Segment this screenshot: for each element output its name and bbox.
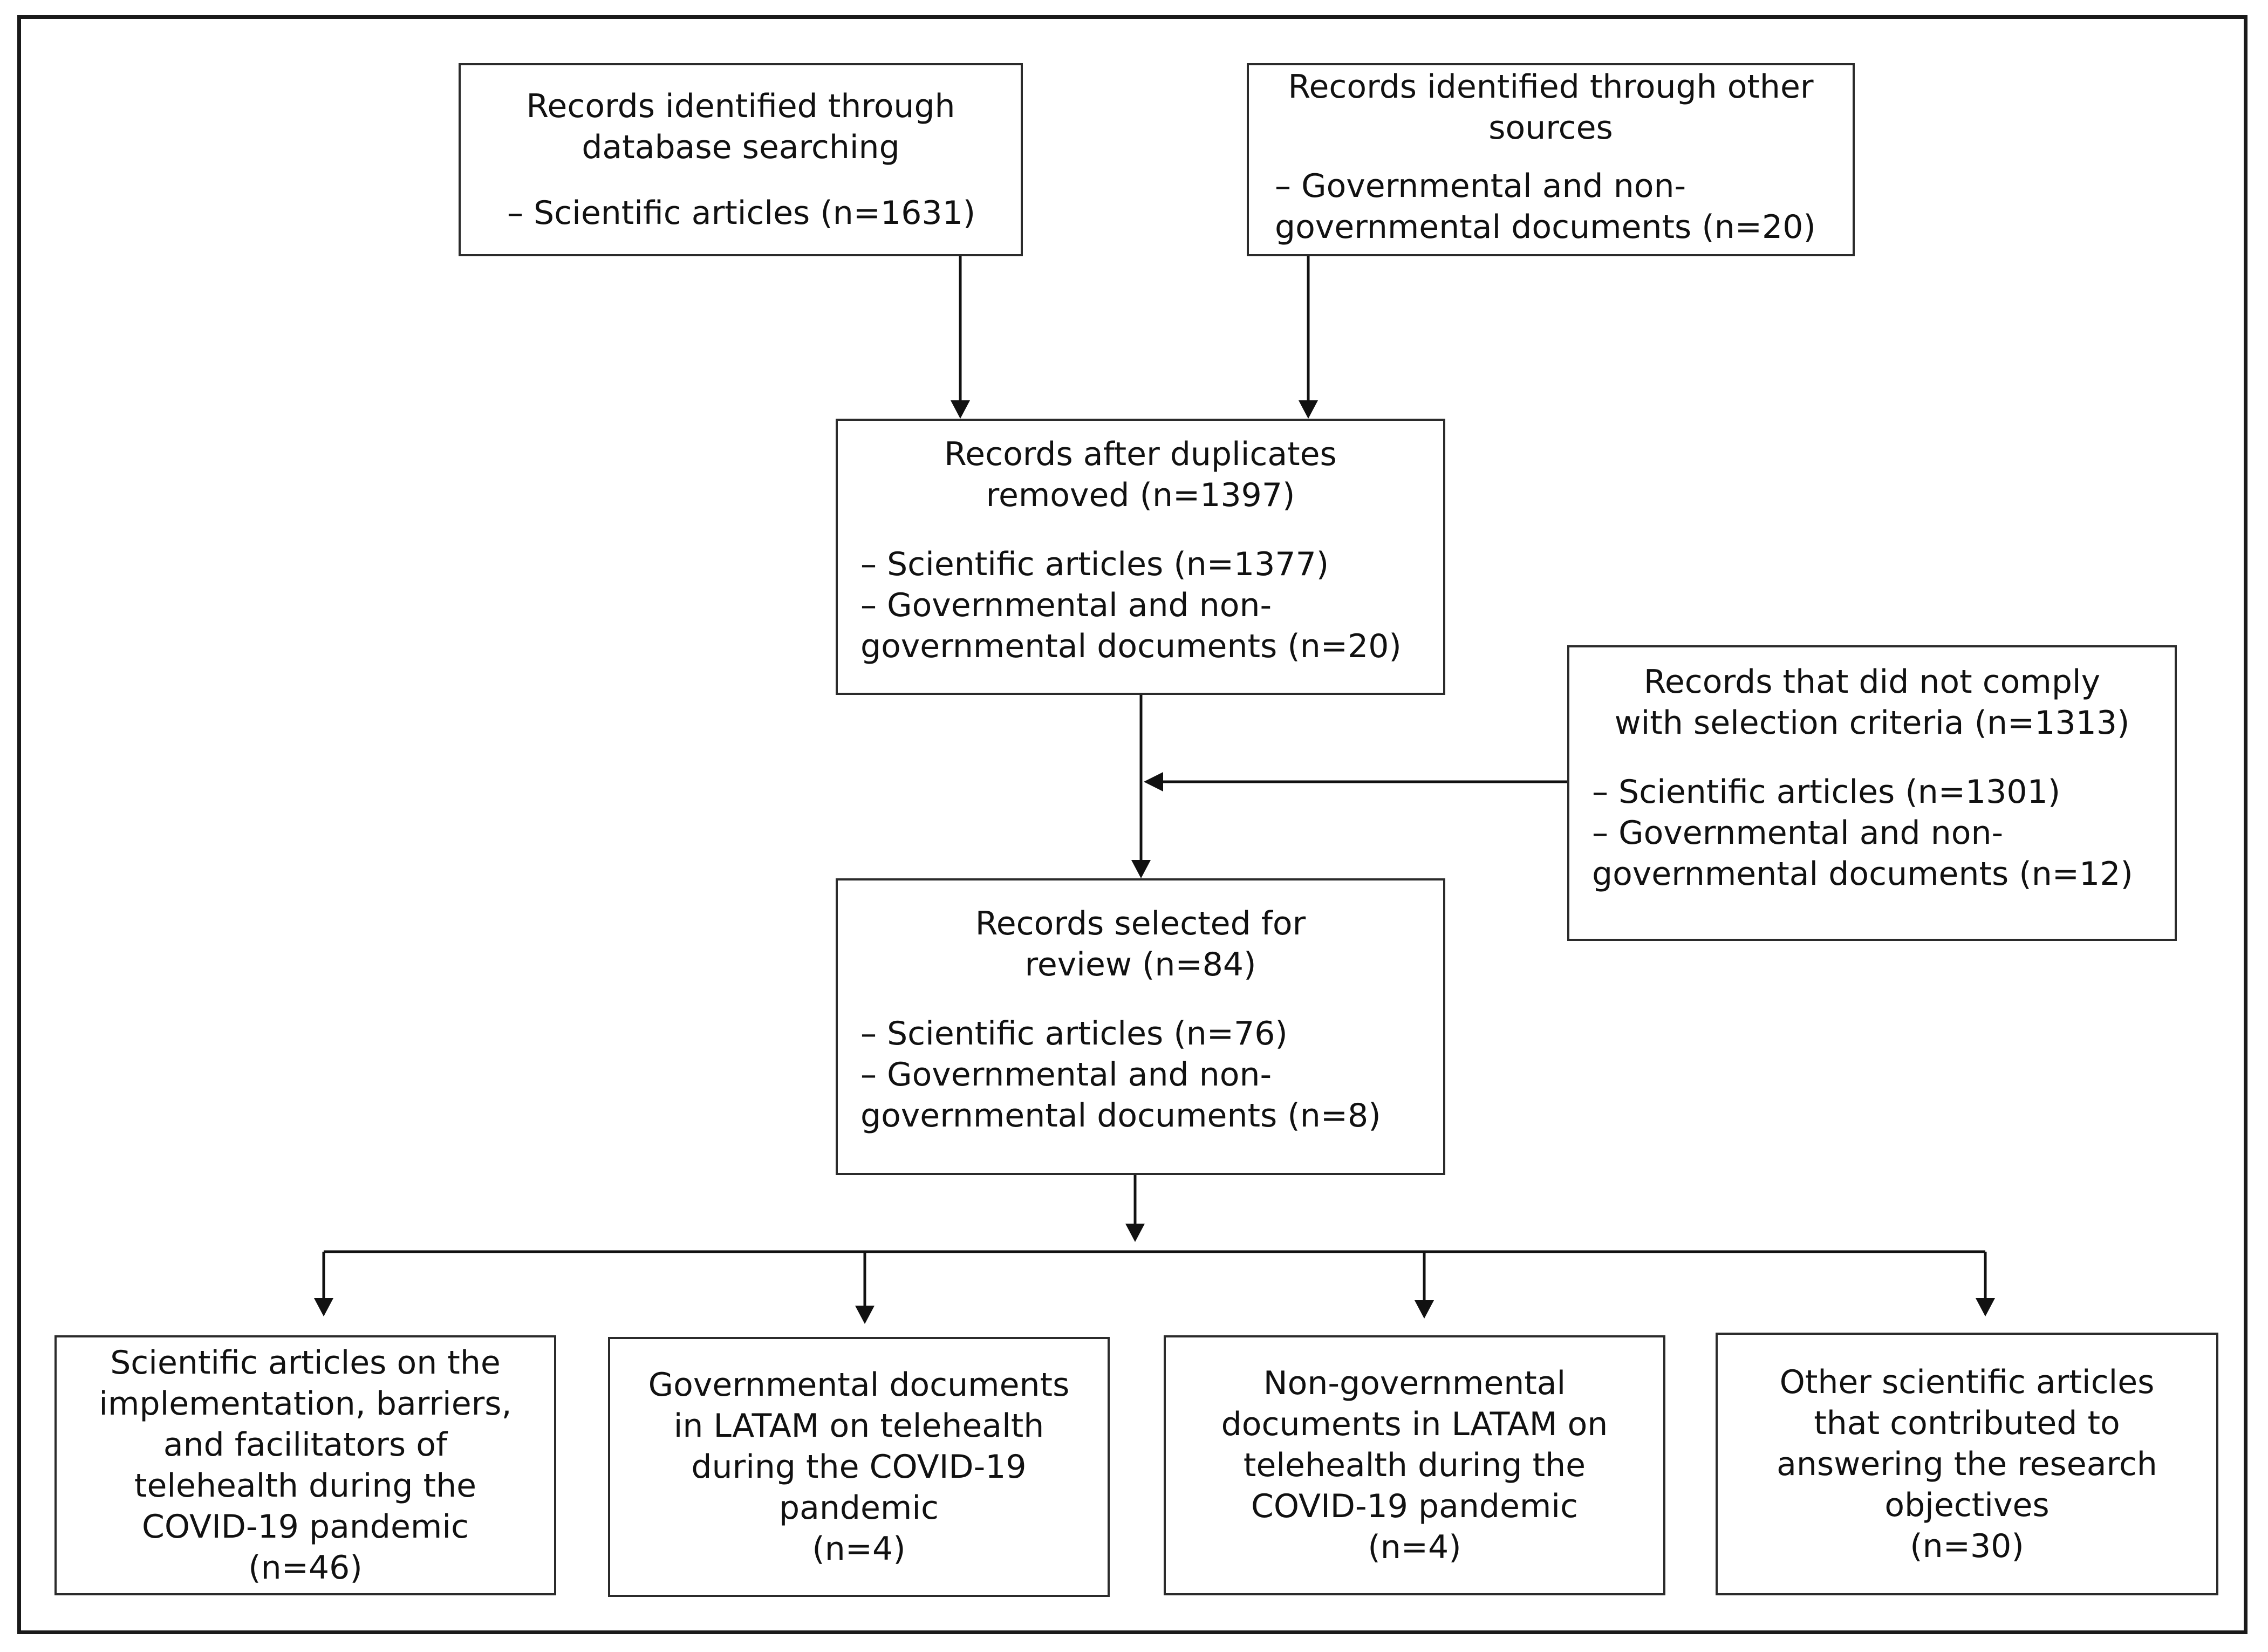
list-item: – Governmental and non-governmental docu… — [860, 586, 1402, 665]
arrowhead — [1144, 772, 1163, 791]
outcome-count: (n=46) — [248, 1549, 363, 1587]
arrowhead — [1299, 400, 1318, 419]
box-title: Records selected for review (n=84) — [975, 905, 1306, 984]
outcome-count: (n=4) — [812, 1530, 906, 1568]
arrowhead — [1125, 1224, 1145, 1242]
arrowhead — [951, 400, 970, 419]
box-outcome-governmental: Governmental documents in LATAM on teleh… — [608, 1337, 1110, 1597]
box-database-search: Records identified through database sear… — [459, 63, 1023, 256]
box-outcome-non-governmental: Non-governmental documents in LATAM on t… — [1164, 1335, 1665, 1595]
outcome-count: (n=30) — [1910, 1527, 2024, 1565]
arrowhead — [314, 1298, 333, 1316]
box-duplicates-removed: Records after duplicates removed (n=1397… — [836, 419, 1445, 695]
arrowhead — [1976, 1298, 1995, 1316]
list-item: – Scientific articles (n=1301) — [1592, 773, 2061, 811]
list-item: – Scientific articles (n=1631) — [507, 194, 976, 232]
outcome-text: Non-governmental documents in LATAM on t… — [1221, 1364, 1608, 1525]
box-outcome-other-articles: Other scientific articles that contribut… — [1716, 1333, 2218, 1595]
figure-frame — [17, 15, 2247, 1634]
list-item: – Governmental and non-governmental docu… — [860, 1056, 1381, 1135]
box-title: Records identified through database sear… — [526, 87, 955, 166]
outcome-text: Scientific articles on the implementatio… — [99, 1344, 512, 1546]
list-item: – Governmental and non-governmental docu… — [1592, 814, 2133, 893]
box-excluded-records: Records that did not comply with selecti… — [1567, 645, 2177, 941]
box-title: Records that did not comply with selecti… — [1614, 663, 2130, 742]
arrowhead — [1131, 860, 1151, 878]
box-other-sources: Records identified through other sources… — [1247, 63, 1855, 256]
outcome-text: Governmental documents in LATAM on teleh… — [648, 1366, 1070, 1527]
box-outcome-implementation: Scientific articles on the implementatio… — [54, 1335, 556, 1595]
arrowhead — [1415, 1300, 1434, 1319]
list-item: – Scientific articles (n=76) — [860, 1015, 1288, 1053]
arrowhead — [855, 1306, 875, 1324]
box-title: Records after duplicates removed (n=1397… — [944, 435, 1337, 514]
outcome-count: (n=4) — [1368, 1528, 1461, 1566]
box-selected-for-review: Records selected for review (n=84) – Sci… — [836, 878, 1445, 1175]
outcome-text: Other scientific articles that contribut… — [1777, 1363, 2157, 1524]
list-item: – Scientific articles (n=1377) — [860, 545, 1329, 583]
list-item: – Governmental and non-governmental docu… — [1275, 167, 1816, 246]
box-title: Records identified through other sources — [1288, 68, 1814, 147]
